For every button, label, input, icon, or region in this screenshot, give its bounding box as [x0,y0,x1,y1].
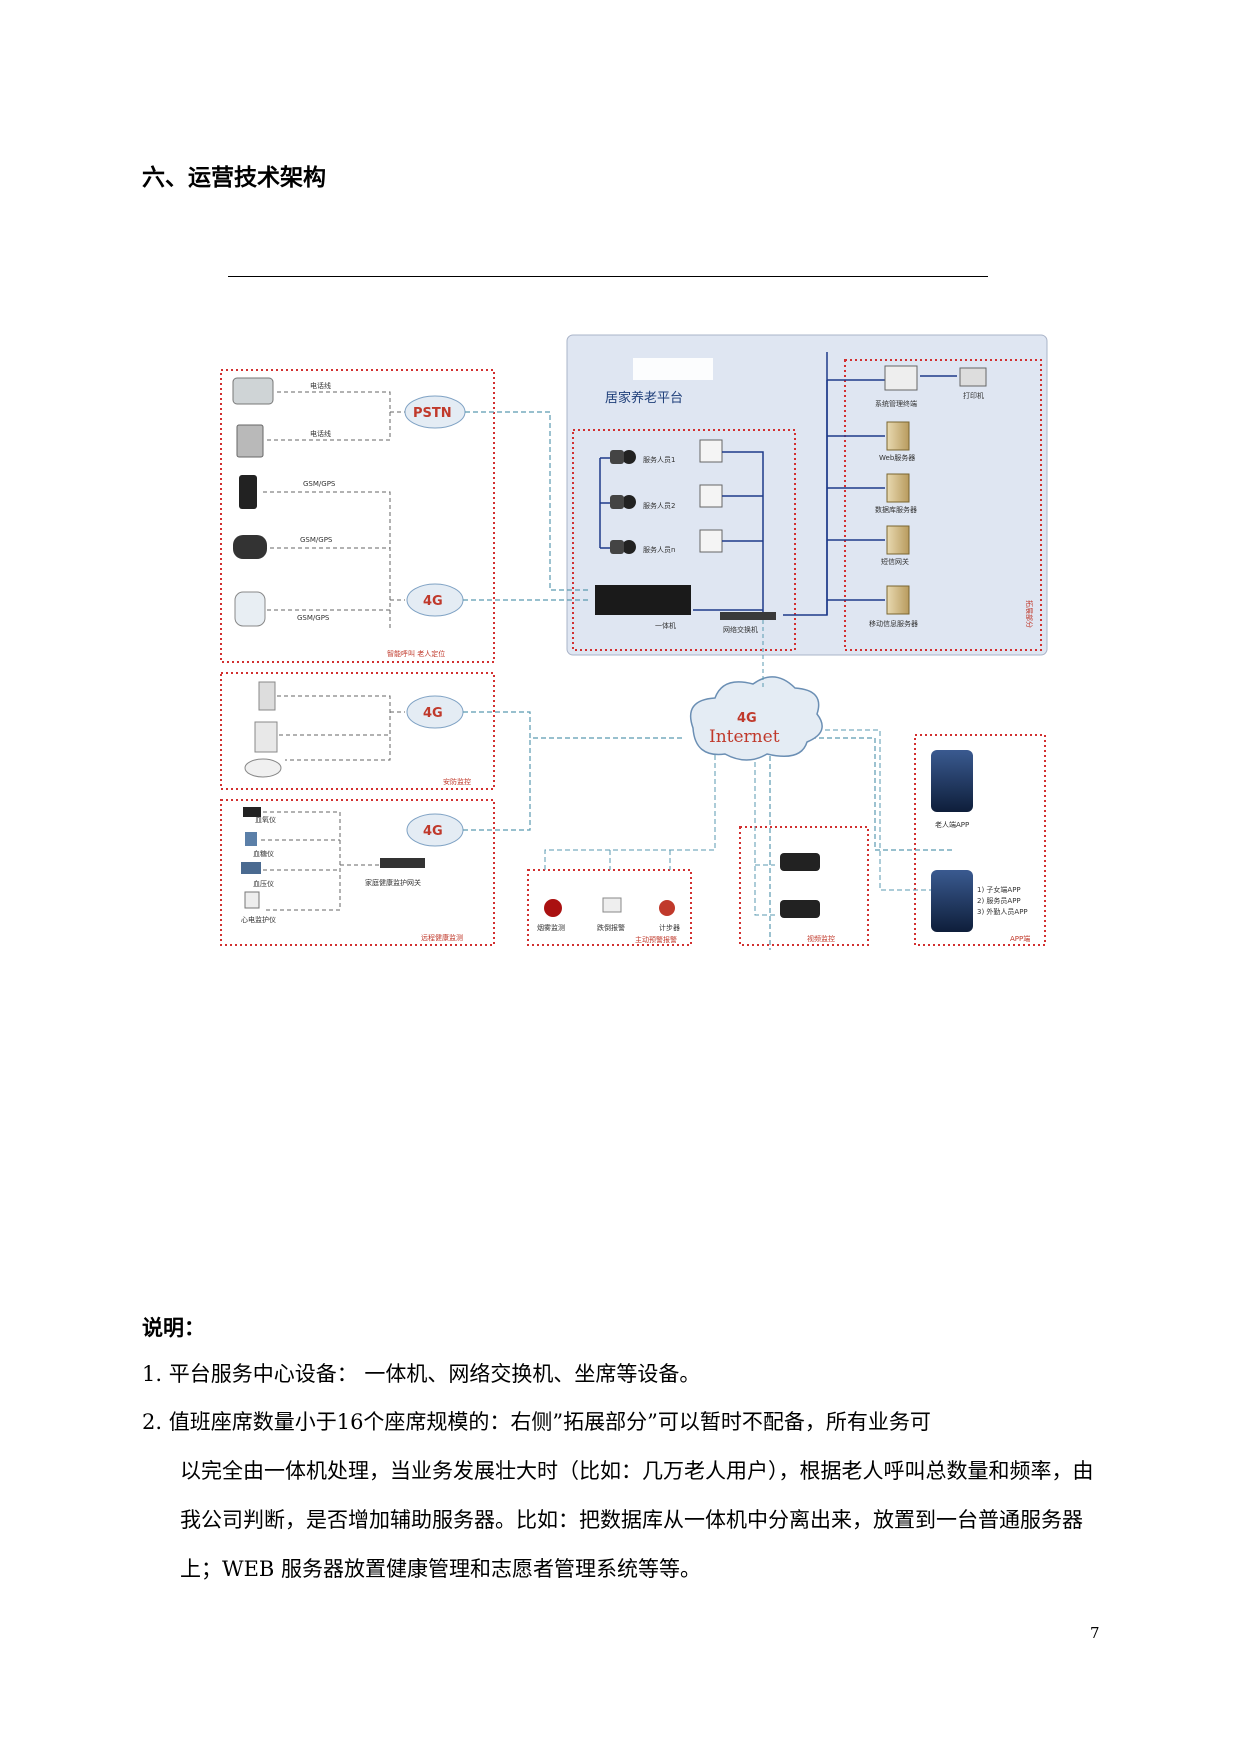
internet-cloud-icon [689,676,823,761]
web-server-icon [886,421,910,451]
platform-panel [566,334,1048,656]
smoke-monitor-icon [544,899,562,917]
platform-title-blur [633,358,713,380]
label-home-alarm: 主动预警报警 [635,935,677,944]
locator-icon [234,591,266,627]
door-sensor-icon [258,681,276,711]
link-label-4: GSM/GPS [300,536,333,544]
health-device-1: 血氧仪 [255,815,276,824]
pir-sensor-icon [254,721,278,753]
label-expand: 拓展部分 [1025,600,1034,628]
all-in-one-label: 一体机 [655,621,676,630]
admin-terminal-icon [884,365,918,391]
elderly-app-phone-icon [931,750,973,812]
pstn-cloud-icon: PSTN [404,395,466,429]
service-staff-list [610,439,723,554]
label-elderly-terminals: 智能呼叫 老人定位 [387,649,445,658]
watch-icon [233,535,267,559]
architecture-diagram: 居家养老平台 智能呼叫 老人定位 安防监控 远程健康监测 主动预警报警 视频监控… [220,334,1048,950]
camera-2-icon [780,900,820,918]
switch-icon [720,612,776,620]
oximeter-icon [243,807,261,817]
internet-4g-label: 4G [737,711,757,726]
svg-text:4G: 4G [423,594,443,609]
cloud-4g-b-icon: 4G [406,695,464,729]
switch-label: 网络交换机 [723,625,758,634]
label-video: 视频监控 [807,934,835,943]
printer-icon [959,367,987,387]
family-app-phone-icon [931,870,973,932]
svg-text:4G: 4G [423,824,443,839]
note-item-2-body: 以完全由一体机处理，当业务发展壮大时（比如：几万老人用户），根据老人呼叫总数量和… [180,1459,1094,1581]
svg-text:PSTN: PSTN [413,406,452,421]
fall-alarm-icon [602,897,622,913]
health-device-2: 血糖仪 [253,849,274,858]
app-list-1: 1) 子女端APP [977,885,1021,894]
group-health [220,799,495,946]
link-label-3: GSM/GPS [303,480,336,488]
ecg-monitor-icon [244,891,260,909]
note-item-2: 2. 值班座席数量小于16个座席规模的：右侧”拓展部分”可以暂时不配备，所有业务… [142,1398,1102,1594]
label-apps: APP端 [1010,934,1030,943]
server-4: 短信网关 [881,557,909,566]
health-gateway-icon [380,858,425,868]
group-apps [914,734,1046,946]
server-3: 数据库服务器 [875,505,917,514]
svg-text:4G: 4G [423,706,443,721]
desk-phone-icon [236,424,264,458]
cloud-4g-a-icon: 4G [406,583,464,617]
group-elderly-terminals [220,369,495,663]
alarm-device-3: 计步器 [659,923,680,932]
health-gateway-label: 家庭健康监护网关 [365,878,421,887]
internet-label: Internet [709,727,780,747]
pedometer-icon [659,900,675,916]
glucose-meter-icon [245,832,257,846]
db-server-icon [886,473,910,503]
link-label-2: 电话线 [310,429,331,438]
server-1: 系统管理终端 [875,399,917,408]
staff-1: 服务人员1 [643,455,675,464]
link-label-1: 电话线 [310,381,331,390]
page-number: 7 [1090,1624,1100,1642]
section-heading: 六、运营技术架构 [142,165,326,191]
sms-gateway-icon [886,525,910,555]
staff-3: 服务人员n [643,545,675,554]
group-video [739,826,869,946]
note-item-2-line1: 2. 值班座席数量小于16个座席规模的：右侧”拓展部分”可以暂时不配备，所有业务… [142,1410,931,1434]
mobile-server-icon [886,585,910,615]
mobile-phone-icon [239,475,257,509]
cloud-4g-c-icon: 4G [406,813,464,847]
server-2: Web服务器 [879,453,915,462]
all-in-one-icon [595,585,691,615]
server-5: 移动信息服务器 [869,619,918,628]
app-list-2: 2) 服务员APP [977,896,1021,905]
label-security: 安防监控 [443,777,471,786]
group-security [220,672,495,790]
link-label-5: GSM/GPS [297,614,330,622]
staff-2: 服务人员2 [643,501,675,510]
elderly-app-label: 老人端APP [935,820,969,829]
label-health: 远程健康监测 [421,933,463,942]
horizontal-rule [228,276,988,277]
group-call-center [572,429,796,651]
health-device-4: 心电监护仪 [241,915,276,924]
health-device-3: 血压仪 [253,879,274,888]
landline-device-icon [232,377,274,405]
note-item-1: 1. 平台服务中心设备： 一体机、网络交换机、坐席等设备。 [142,1362,701,1386]
group-expand [844,359,1042,651]
notes-title: 说明： [142,1316,205,1340]
alarm-device-2: 跌倒报警 [597,923,625,932]
printer-label: 打印机 [963,391,984,400]
app-list-3: 3) 外勤人员APP [977,907,1028,916]
alarm-device-1: 烟雾监测 [537,923,565,932]
blood-pressure-icon [241,862,261,874]
camera-1-icon [780,853,820,871]
smoke-detector-icon [244,758,282,778]
platform-title: 居家养老平台 [605,390,683,406]
